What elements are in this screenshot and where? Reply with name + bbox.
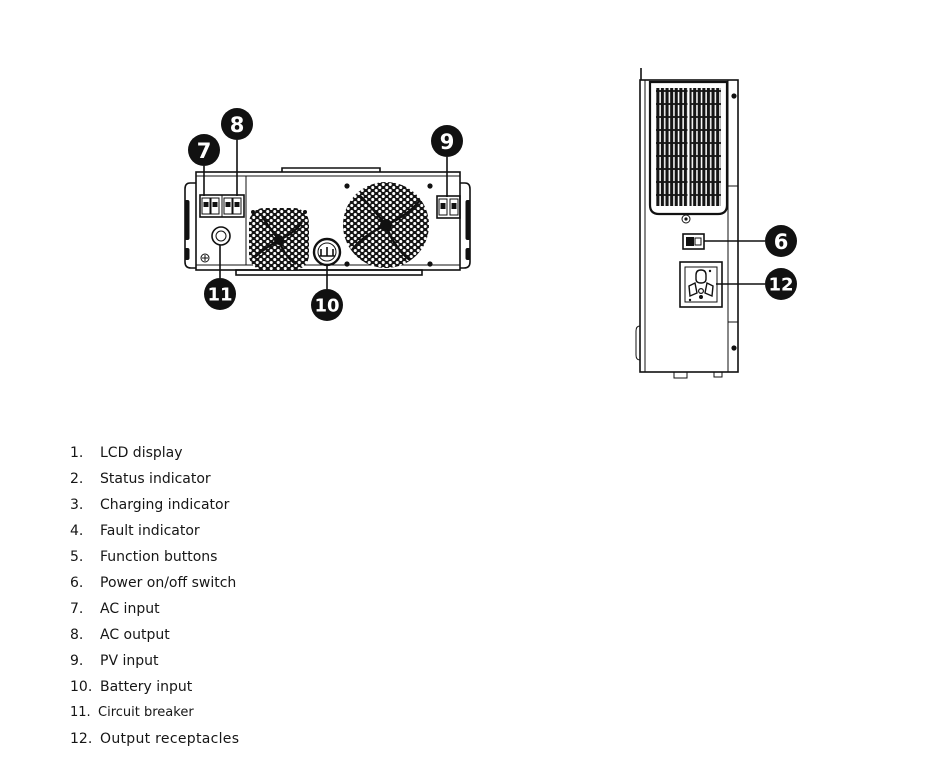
- callout-ac-input-number: 7: [197, 139, 212, 163]
- legend-item: 12. Output receptacles: [70, 726, 239, 752]
- cooling-fan-large: [343, 182, 433, 268]
- legend-number: 9.: [70, 653, 84, 669]
- legend-label: Status indicator: [100, 471, 211, 487]
- legend-number: 10.: [70, 679, 93, 695]
- legend-item: 3. Charging indicator: [70, 492, 239, 518]
- ac-output-terminal: [223, 197, 242, 215]
- inverter-diagram: 7 8 9 11 10: [184, 68, 797, 379]
- legend-label: AC input: [100, 601, 160, 617]
- power-switch: [682, 233, 705, 250]
- callout-pv-input: 9: [431, 125, 463, 197]
- legend-item: 7. AC input: [70, 596, 239, 622]
- battery-input-terminal: [312, 237, 342, 267]
- legend-item: 10. Battery input: [70, 674, 239, 700]
- ground-screw: [200, 253, 210, 263]
- legend-label: PV input: [100, 653, 159, 669]
- parts-legend: 1. LCD display 2. Status indicator 3. Charg…: [70, 440, 239, 752]
- legend-number: 8.: [70, 627, 84, 643]
- callout-ac-output-number: 8: [230, 113, 245, 137]
- left-handle: [184, 182, 196, 269]
- legend-item: 6. Power on/off switch: [70, 570, 239, 596]
- side-view-unit: [635, 68, 739, 379]
- legend-label: Circuit breaker: [98, 705, 194, 720]
- legend-item: 5. Function buttons: [70, 544, 239, 570]
- legend-number: 5.: [70, 549, 84, 565]
- legend-number: 2.: [70, 471, 84, 487]
- callout-pv-input-number: 9: [440, 130, 455, 154]
- legend-label: AC output: [100, 627, 170, 643]
- callout-ac-input: 7: [188, 134, 220, 196]
- callout-circuit-breaker: 11: [204, 245, 236, 310]
- legend-label: Function buttons: [100, 549, 218, 565]
- callout-battery-input: 10: [311, 265, 343, 321]
- callout-ac-output: 8: [221, 108, 253, 196]
- legend-number: 11.: [70, 705, 91, 720]
- legend-number: 1.: [70, 445, 84, 461]
- grill-screw: [681, 214, 691, 224]
- callout-power-switch-number: 6: [774, 230, 789, 254]
- output-receptacle: [679, 261, 723, 308]
- legend-number: 3.: [70, 497, 84, 513]
- callout-battery-input-number: 10: [314, 296, 339, 317]
- cooling-fan-small: [249, 208, 309, 270]
- legend-number: 6.: [70, 575, 84, 591]
- legend-label: Output receptacles: [100, 731, 240, 747]
- callout-power-switch: 6: [704, 225, 797, 257]
- legend-item: 11. Circuit breaker: [70, 700, 239, 726]
- legend-number: 12.: [70, 731, 93, 747]
- legend-label: LCD display: [100, 445, 183, 461]
- legend-number: 7.: [70, 601, 84, 617]
- legend-item: 8. AC output: [70, 622, 239, 648]
- legend-item: 1. LCD display: [70, 440, 239, 466]
- legend-label: Fault indicator: [100, 523, 200, 539]
- legend-label: Battery input: [100, 679, 193, 695]
- legend-item: 4. Fault indicator: [70, 518, 239, 544]
- right-handle: [460, 182, 471, 269]
- callout-circuit-breaker-number: 11: [207, 285, 232, 306]
- callout-output-receptacles: 12: [716, 268, 797, 300]
- ventilation-grill: [648, 80, 729, 216]
- ac-input-terminal: [201, 197, 220, 215]
- callout-output-receptacles-number: 12: [768, 275, 793, 296]
- legend-label: Charging indicator: [100, 497, 230, 513]
- pv-input-terminal: [436, 195, 461, 219]
- legend-number: 4.: [70, 523, 84, 539]
- legend-item: 9. PV input: [70, 648, 239, 674]
- ac-terminal-block: [199, 194, 245, 218]
- legend-item: 2. Status indicator: [70, 466, 239, 492]
- circuit-breaker: [211, 226, 231, 246]
- legend-label: Power on/off switch: [100, 575, 237, 591]
- bottom-view-unit: [184, 167, 471, 276]
